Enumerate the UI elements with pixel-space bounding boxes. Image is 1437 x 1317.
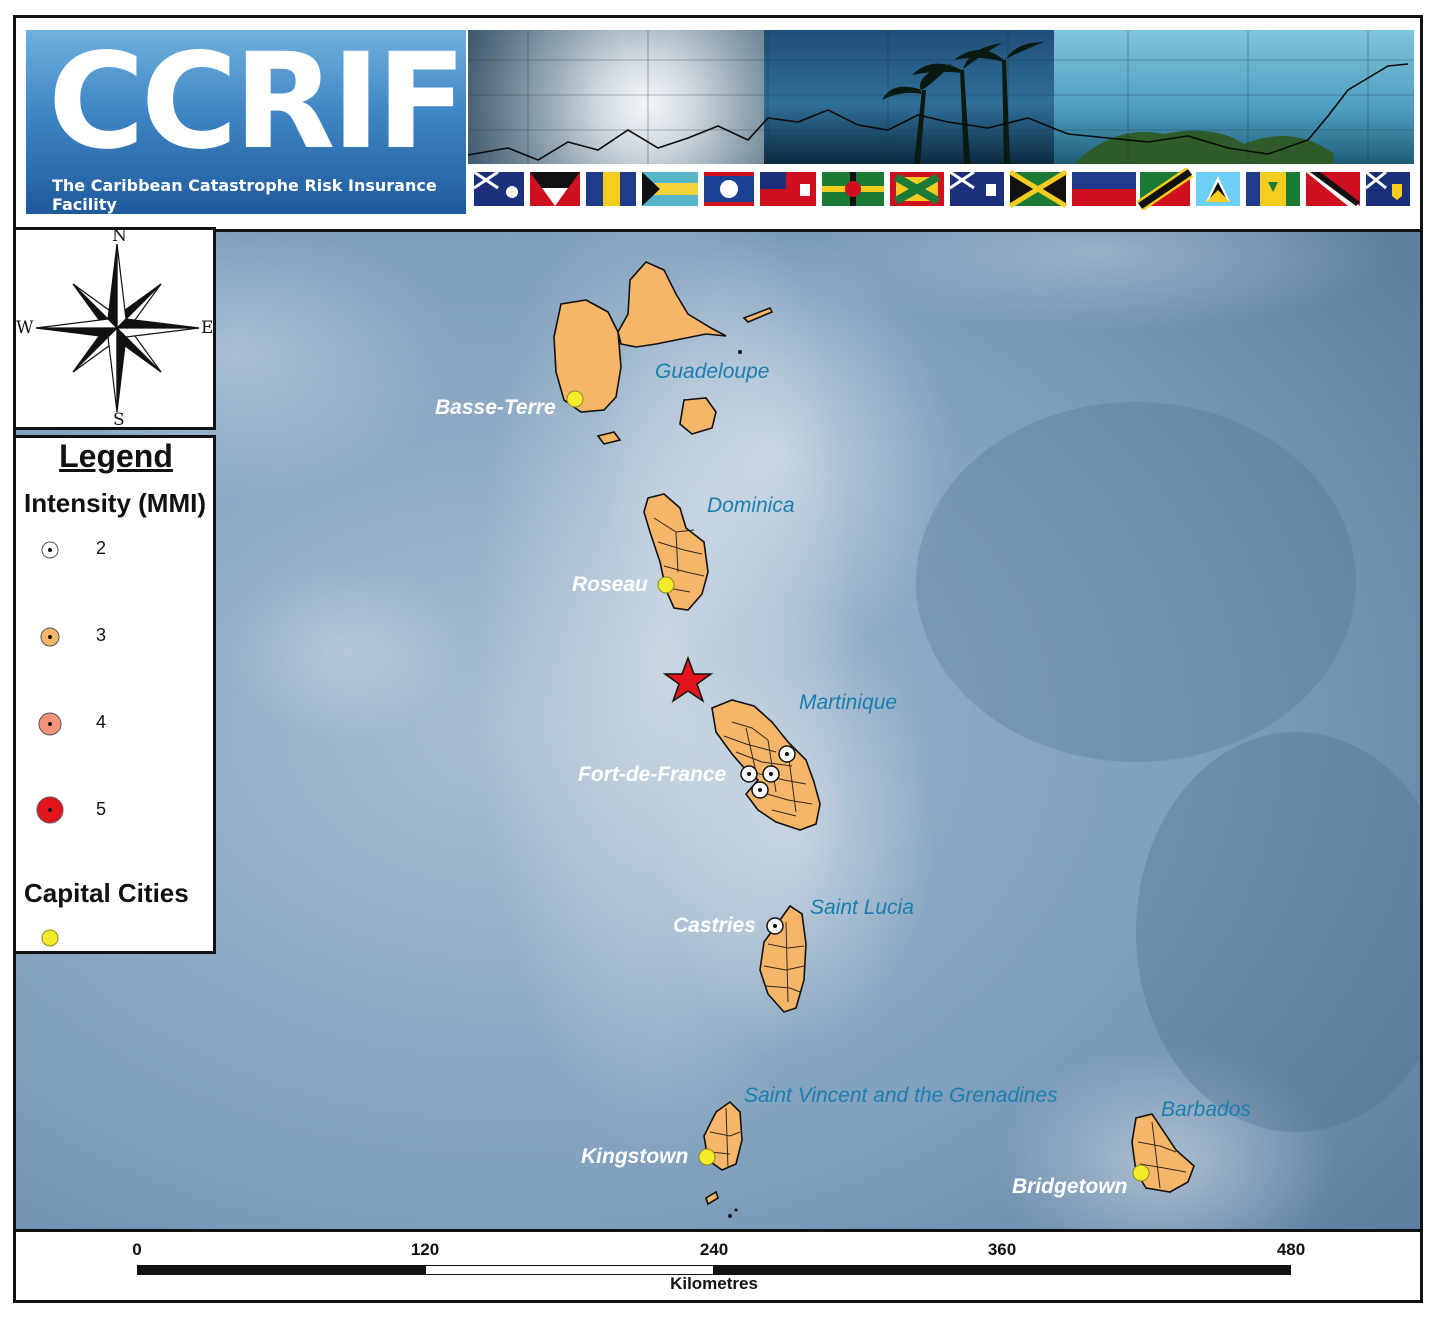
mmi-2-symbol xyxy=(41,541,59,559)
island-photo xyxy=(1054,30,1414,164)
scale-tick-480: 480 xyxy=(1276,1240,1306,1259)
scale-tick-360: 360 xyxy=(987,1240,1017,1259)
compass-rose-panel: N S E W xyxy=(13,226,216,430)
compass-rose-icon xyxy=(35,243,200,413)
legend-title: Legend xyxy=(59,438,173,474)
label-kingstown: Kingstown xyxy=(581,1145,689,1168)
scale-tick-0: 0 xyxy=(132,1240,142,1259)
flag-trinidad xyxy=(1306,172,1360,206)
logo-text: CCRIF xyxy=(48,30,466,179)
intensity-stations xyxy=(740,745,796,935)
flag-bermuda xyxy=(760,172,816,206)
islets xyxy=(728,350,742,1218)
flag-dominica xyxy=(822,172,884,206)
flag-anguilla xyxy=(473,170,524,206)
label-barbados: Barbados xyxy=(1161,1098,1251,1121)
legend-mmi-5: 5 xyxy=(36,795,106,825)
flag-jamaica xyxy=(1008,169,1068,209)
label-guadeloupe: Guadeloupe xyxy=(655,360,770,383)
label-bridgetown: Bridgetown xyxy=(1012,1175,1128,1198)
capital-city-markers xyxy=(566,390,1150,1182)
label-roseau: Roseau xyxy=(572,573,648,596)
flag-barbados xyxy=(586,172,636,206)
flag-cayman xyxy=(949,170,1004,206)
bequia xyxy=(705,1190,719,1206)
flag-haiti xyxy=(1072,172,1136,206)
compass-north: N xyxy=(112,226,127,246)
guadeloupe-grande-terre xyxy=(617,261,727,348)
flag-belize xyxy=(704,172,754,206)
flag-st-lucia xyxy=(1196,172,1240,206)
label-martinique: Martinique xyxy=(799,691,898,714)
hurricane-photo xyxy=(468,30,764,164)
compass-south: S xyxy=(113,410,125,430)
legend-mmi-5-label: 5 xyxy=(96,799,107,819)
banner-photos xyxy=(468,30,1414,164)
flag-antigua xyxy=(530,172,580,206)
legend-mmi-2-label: 2 xyxy=(96,538,107,558)
les-saintes xyxy=(596,431,622,445)
compass-west: W xyxy=(16,318,34,338)
legend-mmi-3-label: 3 xyxy=(96,625,107,645)
flag-grenada xyxy=(890,172,944,206)
la-desirade xyxy=(742,306,774,323)
scale-tick-120: 120 xyxy=(410,1240,440,1259)
compass-east: E xyxy=(201,318,214,338)
guadeloupe-basse-terre xyxy=(553,299,622,413)
legend-mmi-3: 3 xyxy=(36,623,106,653)
mmi-4-symbol xyxy=(38,712,62,736)
flag-st-kitts xyxy=(1136,168,1194,210)
dominica xyxy=(643,493,709,611)
label-saint-vincent: Saint Vincent and the Grenadines xyxy=(744,1084,1058,1107)
ccrif-logo: CCRIF The Caribbean Catastrophe Risk Ins… xyxy=(26,30,466,214)
epicenter-star xyxy=(662,655,714,703)
parish-lines xyxy=(653,517,1187,1189)
capital-city-symbol xyxy=(41,929,59,947)
scale-bar: 0 120 240 360 480 Kilometres xyxy=(13,1232,1423,1304)
flag-st-vincent xyxy=(1246,172,1300,206)
legend-capital-title: Capital Cities xyxy=(24,878,189,908)
legend-mmi-4: 4 xyxy=(36,710,106,740)
ccrif-banner: CCRIF The Caribbean Catastrophe Risk Ins… xyxy=(26,30,1414,214)
flag-bahamas xyxy=(642,172,698,206)
map-canvas xyxy=(16,232,1420,1229)
member-flags xyxy=(468,168,1414,210)
scale-unit: Kilometres xyxy=(670,1274,758,1293)
marie-galante xyxy=(679,397,717,435)
legend-panel: Legend Intensity (MMI) 2 3 4 5 Capital C… xyxy=(13,435,216,954)
legend-mmi-2: 2 xyxy=(36,536,106,566)
mmi-5-symbol xyxy=(36,796,64,824)
flag-turks xyxy=(1365,170,1410,206)
scale-segment-3 xyxy=(714,1265,1291,1275)
label-saint-lucia: Saint Lucia xyxy=(810,896,914,919)
market-line-overlay xyxy=(468,30,1414,164)
logo-subtitle: The Caribbean Catastrophe Risk Insurance… xyxy=(52,176,437,214)
scale-segment-2 xyxy=(425,1265,714,1275)
label-castries: Castries xyxy=(673,914,756,937)
label-dominica: Dominica xyxy=(707,494,795,517)
mmi-3-symbol xyxy=(40,627,60,647)
label-basse-terre: Basse-Terre xyxy=(435,396,556,419)
map-area xyxy=(13,229,1423,1232)
legend-intensity-title: Intensity (MMI) xyxy=(24,488,206,518)
label-fort-de-france: Fort-de-France xyxy=(578,763,727,786)
legend-mmi-4-label: 4 xyxy=(96,712,107,732)
scale-tick-240: 240 xyxy=(699,1240,729,1259)
scale-segment-1 xyxy=(137,1265,425,1275)
